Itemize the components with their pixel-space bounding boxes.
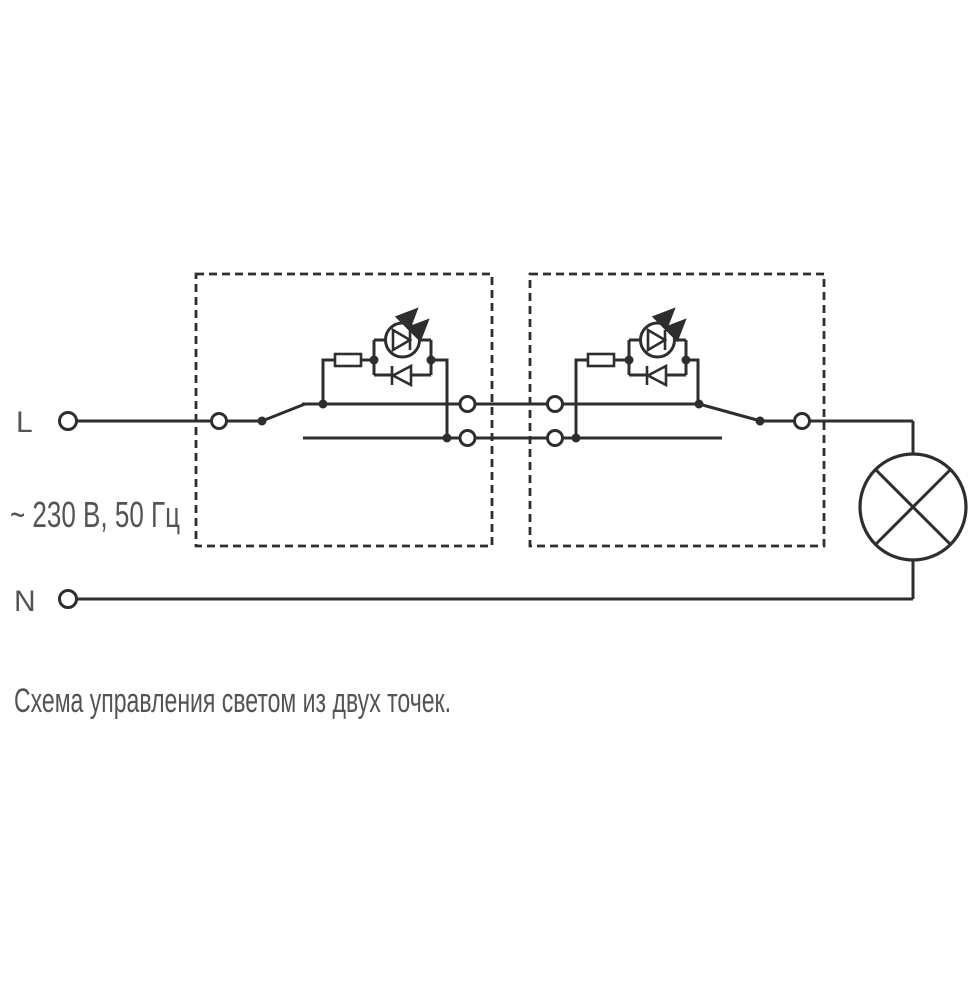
led-emission-arrow (394, 307, 419, 332)
switch-2-bottom-terminal-icon (546, 429, 564, 447)
lamp-cross-line (873, 467, 953, 547)
junction-dot (318, 399, 328, 409)
led-emission-arrow (662, 318, 687, 343)
neutral-terminal-icon (58, 589, 78, 609)
switch-1-bottom-terminal-icon (458, 429, 477, 447)
switch-1-enclosure-outline (194, 272, 494, 548)
junction-dot (624, 355, 634, 365)
switch-2-enclosure-outline (528, 272, 826, 548)
indicator-2-right-tap-wire (686, 358, 700, 404)
led-triangle (646, 327, 668, 353)
led-emission-arrow (405, 318, 430, 343)
led-indicator-1 (321, 307, 449, 438)
junction-dot (426, 355, 436, 365)
led-triangle (391, 327, 413, 353)
switch-2-common-terminal-icon (793, 412, 811, 430)
led-emission-arrow (651, 307, 676, 332)
lamp (858, 452, 968, 562)
switch-1-lever (261, 402, 306, 423)
switch-unit-1 (194, 272, 494, 548)
line-label: L (16, 406, 33, 439)
indicator-2-left-tap-wire (574, 358, 588, 438)
junction-dot (442, 433, 452, 443)
junction-dot (369, 355, 379, 365)
junction-dot (571, 433, 581, 443)
junction-dots (257, 355, 765, 443)
neutral-label: N (14, 585, 36, 618)
diode-icon (390, 363, 413, 388)
diode-icon (645, 363, 668, 388)
led-indicator-2 (574, 307, 700, 438)
switch-1-top-terminal-icon (458, 395, 477, 413)
led-icon (384, 321, 421, 359)
line-terminal-icon (58, 411, 78, 431)
switch-2-pivot-dot (755, 416, 765, 426)
junction-dot (681, 355, 691, 365)
led-icon (639, 321, 676, 359)
indicator-1-right-tap-wire (431, 358, 449, 438)
junction-dot (694, 399, 704, 409)
switch-2-top-terminal-icon (546, 395, 564, 413)
switch-unit-2 (528, 272, 826, 548)
caption: Схема управления светом из двух точек. (14, 682, 451, 720)
switch-1-pivot-dot (257, 416, 267, 426)
switch-2-lever (698, 402, 758, 422)
terminals (58, 395, 811, 609)
resistor-icon (586, 352, 616, 368)
resistor-icon (333, 352, 363, 368)
indicator-1-left-tap-wire (321, 358, 335, 404)
voltage-note: ~ 230 В, 50 Гц (10, 494, 180, 535)
switch-1-common-terminal-icon (210, 412, 228, 430)
